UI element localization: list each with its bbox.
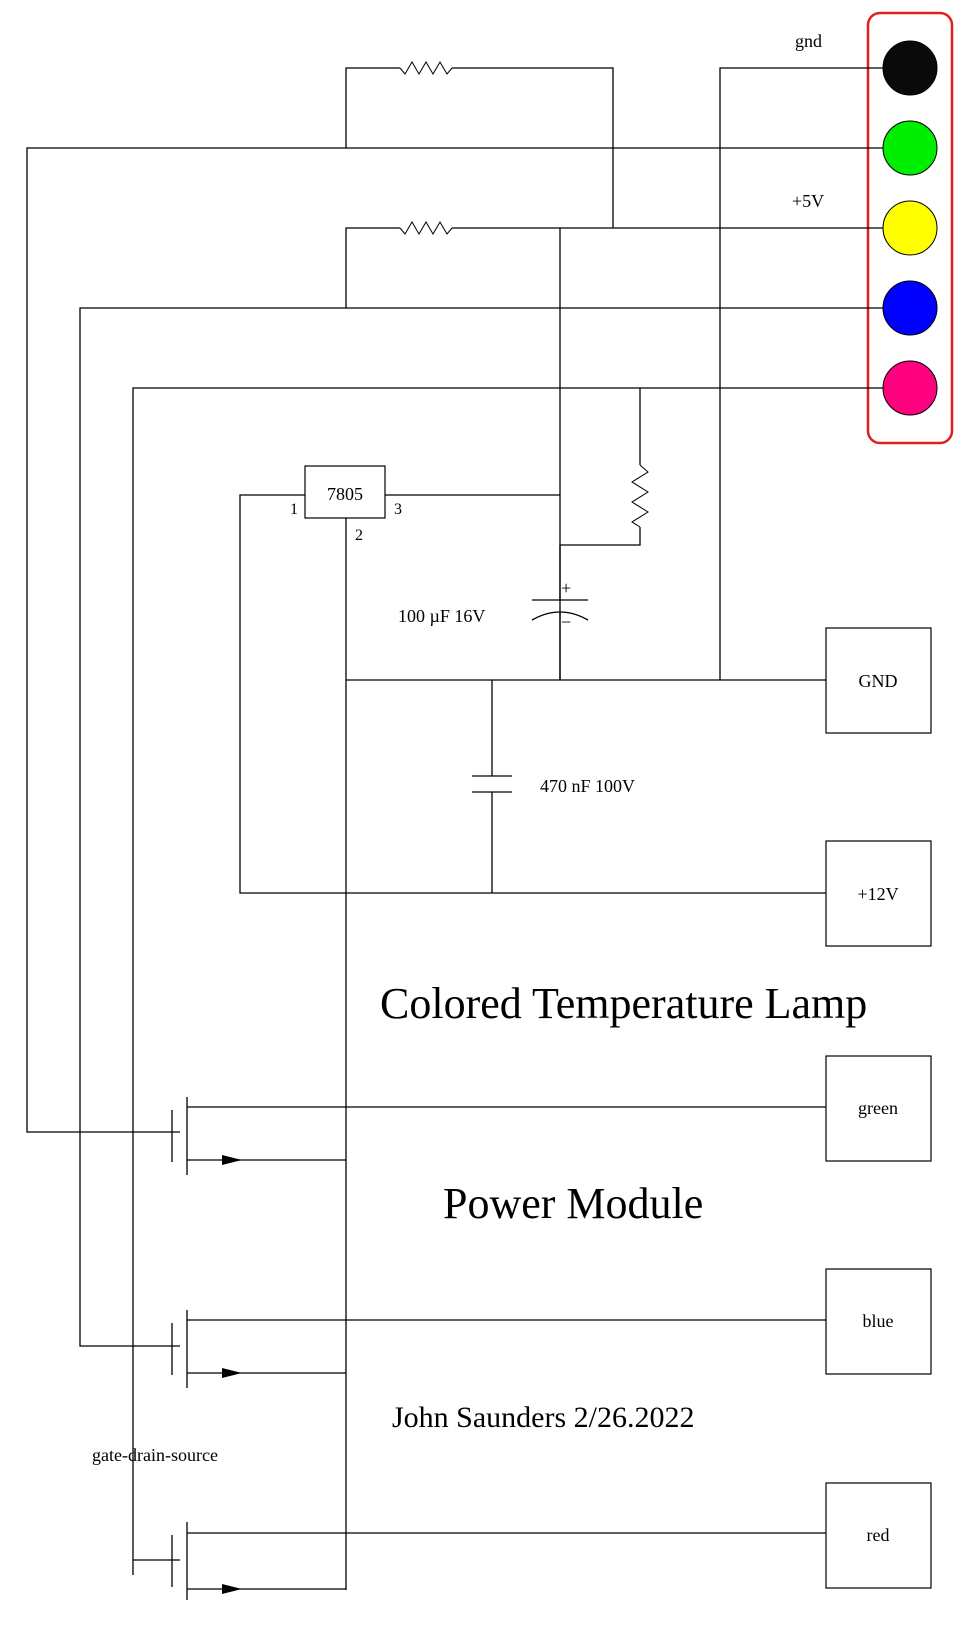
gnd-wire — [719, 67, 883, 680]
regulator-pin3: 3 — [394, 501, 402, 518]
mosfet-red-arrow — [222, 1584, 242, 1594]
blue-gate-wire — [79, 307, 883, 1347]
terminal-12v — [825, 840, 932, 947]
terminal-12v-label: +12V — [857, 884, 898, 904]
terminal-gnd — [825, 627, 932, 734]
pin-green-circle — [882, 120, 938, 176]
r2-left-lead — [345, 227, 400, 308]
terminal-red-label: red — [867, 1525, 890, 1545]
pin-5v-circle — [882, 200, 938, 256]
c2-label: 470 nF 100V — [540, 776, 635, 796]
resistor-r2 — [399, 221, 453, 235]
r3-bottom-lead — [560, 527, 641, 546]
c1-minus-mark: − — [561, 612, 571, 632]
terminal-green-label: green — [858, 1098, 898, 1118]
12v-input-wire — [239, 494, 826, 894]
c1-label: 100 µF 16V — [398, 606, 485, 626]
terminal-blue — [825, 1268, 932, 1375]
pin-blue-circle — [882, 280, 938, 336]
pin-gnd-circle — [882, 40, 938, 96]
title-line2: Power Module — [443, 1179, 703, 1228]
terminal-gnd-label: GND — [859, 671, 898, 691]
c1-plus-mark: + — [561, 578, 571, 598]
terminal-green — [825, 1055, 932, 1162]
regulator-pin1: 1 — [290, 501, 298, 518]
r1-right-lead — [452, 67, 614, 228]
mosfet-pin-note: gate-drain-source — [92, 1445, 218, 1465]
regulator-label: 7805 — [327, 484, 363, 504]
regulator-7805 — [304, 465, 386, 519]
gnd-pin-label: gnd — [795, 31, 822, 51]
green-gate-wire — [26, 147, 883, 1133]
mosfet-green-arrow — [222, 1155, 242, 1165]
resistor-r3 — [631, 464, 649, 528]
pin-red-circle — [882, 360, 938, 416]
terminal-red — [825, 1482, 932, 1589]
terminal-blue-label: blue — [863, 1311, 894, 1331]
r1-left-lead — [345, 67, 400, 148]
mosfet-blue-arrow — [222, 1368, 242, 1378]
red-gate-wire — [132, 387, 883, 1575]
5v-pin-label: +5V — [792, 191, 824, 211]
regulator-pin2: 2 — [355, 527, 363, 544]
author-line: John Saunders 2/26.2022 — [392, 1401, 695, 1434]
resistor-r1 — [399, 61, 453, 75]
5v-wire — [559, 227, 883, 680]
title-line1: Colored Temperature Lamp — [380, 979, 867, 1028]
